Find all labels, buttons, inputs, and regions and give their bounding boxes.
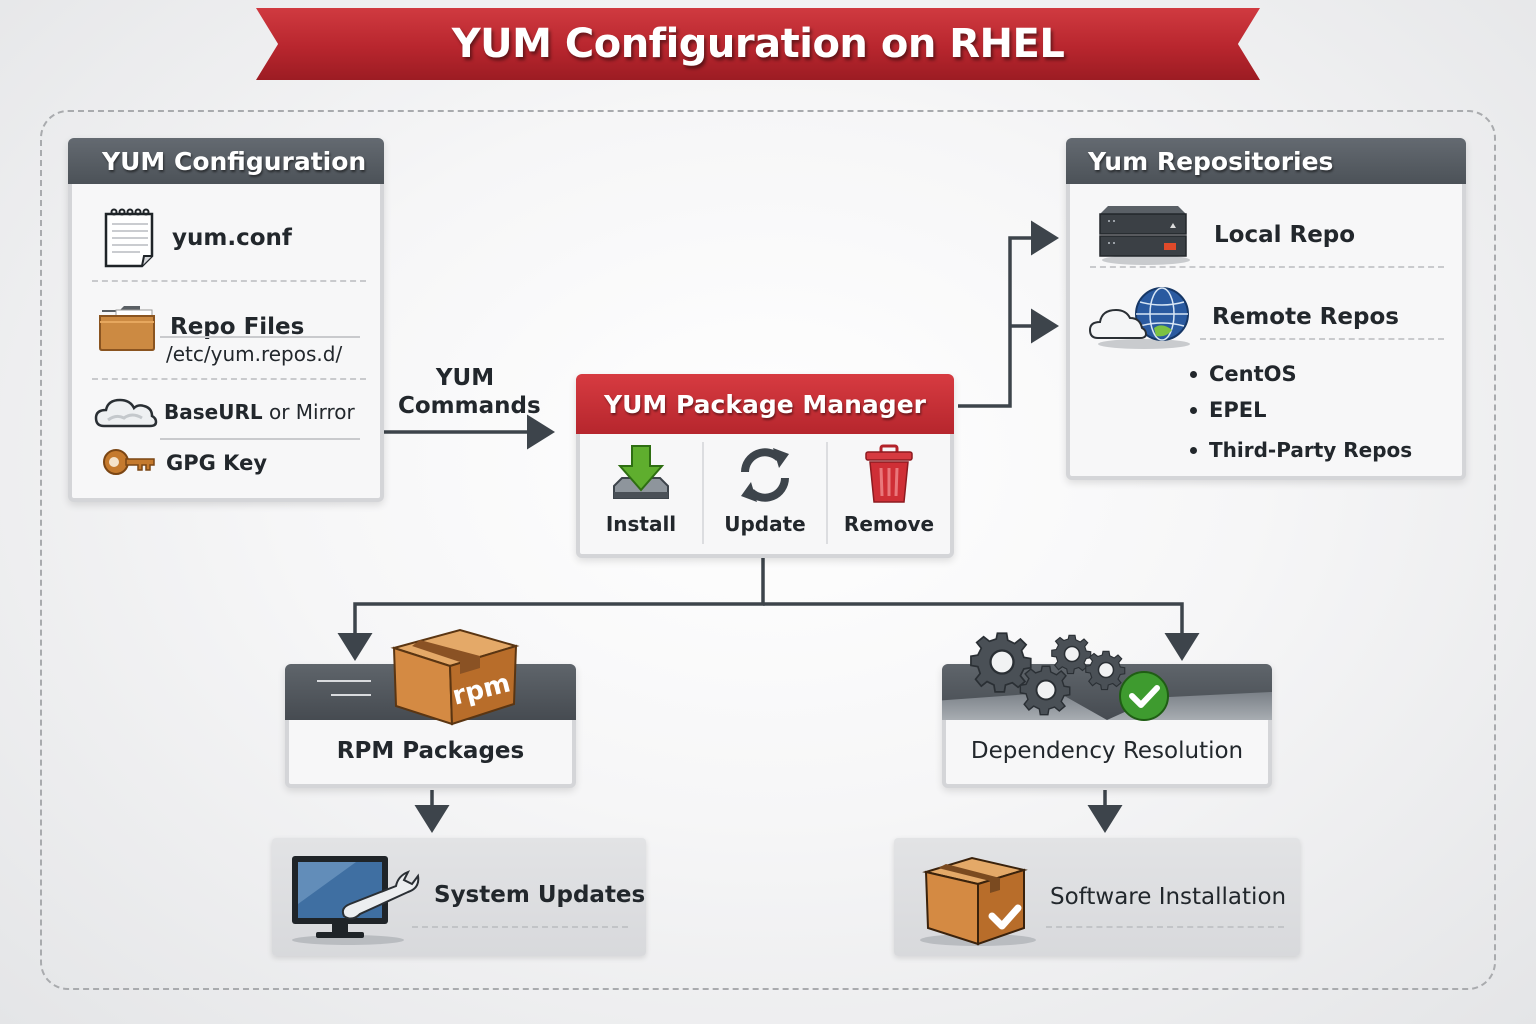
- rpm-packages-label: RPM Packages: [336, 738, 525, 764]
- title-banner: YUM Configuration on RHEL: [256, 8, 1260, 80]
- folder-icon: [99, 306, 155, 351]
- yum-commands-label: YUM Commands: [398, 364, 541, 420]
- local-repo-item[interactable]: Local Repo: [1092, 204, 1355, 266]
- divider: [92, 378, 366, 380]
- trash-icon: [865, 444, 913, 503]
- repo-list-item: EPEL: [1190, 392, 1412, 428]
- page-title: YUM Configuration on RHEL: [451, 21, 1065, 67]
- card-title: YUM Configuration: [102, 146, 367, 176]
- repo-list-item-label: EPEL: [1209, 398, 1267, 422]
- gpg-key-label: GPG Key: [166, 451, 268, 475]
- divider: [1090, 266, 1444, 268]
- remove-action[interactable]: Remove: [826, 442, 950, 544]
- card-title: YUM Package Manager: [604, 389, 926, 419]
- gears-icon: [969, 632, 1169, 721]
- remote-repos-item[interactable]: Remote Repos: [1088, 284, 1399, 350]
- card-header: YUM Package Manager: [576, 374, 954, 434]
- server-icon: [1099, 206, 1190, 265]
- local-repo-label: Local Repo: [1214, 222, 1356, 248]
- package-check-icon: [920, 856, 1036, 946]
- config-item-baseurl[interactable]: BaseURL or Mirror: [94, 394, 355, 430]
- bullet-dot: [1190, 370, 1197, 378]
- repo-list-item-label: CentOS: [1209, 362, 1297, 386]
- config-item-repo-files[interactable]: Repo Files: [98, 302, 304, 352]
- refresh-icon: [741, 448, 789, 502]
- remote-repos-label: Remote Repos: [1212, 304, 1399, 330]
- repo-list-item-label: Third-Party Repos: [1209, 438, 1413, 462]
- repo-list-item: Third-Party Repos: [1190, 428, 1412, 472]
- divider: [412, 926, 628, 928]
- system-updates-label: System Updates: [434, 882, 646, 908]
- card-header: YUM Configuration: [68, 138, 384, 184]
- software-installation-box: Software Installation: [894, 838, 1300, 956]
- yum-package-manager-card: YUM Package Manager Install Update: [576, 374, 954, 558]
- repo-files-path: /etc/yum.repos.d/: [166, 342, 343, 366]
- baseurl-rest: or Mirror: [262, 400, 355, 424]
- system-updates-box: System Updates: [272, 838, 646, 956]
- repo-list-item: CentOS: [1190, 356, 1412, 392]
- config-item-yum-conf[interactable]: yum.conf: [102, 206, 292, 270]
- divider: [92, 280, 366, 282]
- notepad-icon: [104, 208, 154, 268]
- cloud-icon: [94, 398, 158, 428]
- software-installation-label: Software Installation: [1050, 884, 1287, 910]
- yum-configuration-card: YUM Configuration yum.conf Repo Files /e…: [68, 138, 384, 502]
- diagram-frame: [40, 110, 1496, 990]
- check-badge-icon: [1119, 671, 1169, 721]
- baseurl-label: BaseURL or Mirror: [164, 400, 355, 424]
- divider: [1046, 926, 1284, 928]
- cloud-globe-icon: [1088, 287, 1190, 349]
- remote-repo-list: CentOS EPEL Third-Party Repos: [1190, 356, 1412, 472]
- dependency-resolution-label: Dependency Resolution: [970, 738, 1244, 764]
- yum-conf-label: yum.conf: [172, 225, 292, 251]
- monitor-wrench-icon: [292, 856, 420, 945]
- speed-line: [331, 694, 371, 696]
- commands-line-1: YUM: [435, 365, 495, 391]
- divider: [160, 336, 360, 338]
- remove-label: Remove: [843, 512, 935, 536]
- yum-repositories-card: Yum Repositories Local Repo Remote Repos: [1066, 138, 1466, 480]
- download-icon: [613, 445, 669, 499]
- card-title: Yum Repositories: [1088, 146, 1334, 176]
- install-label: Install: [605, 512, 677, 536]
- baseurl-bold: BaseURL: [164, 400, 263, 424]
- key-icon: [103, 449, 155, 475]
- repo-files-label: Repo Files: [170, 314, 305, 340]
- speed-line: [317, 680, 371, 682]
- card-header: Yum Repositories: [1066, 138, 1466, 184]
- bullet-dot: [1190, 406, 1197, 414]
- update-action[interactable]: Update: [702, 442, 826, 544]
- package-box-icon: rpm: [390, 628, 520, 726]
- commands-line-2: Commands: [398, 393, 541, 419]
- update-label: Update: [724, 512, 806, 536]
- divider: [160, 438, 360, 440]
- install-action[interactable]: Install: [580, 434, 702, 552]
- config-item-gpg-key[interactable]: GPG Key: [102, 446, 267, 480]
- divider: [1200, 338, 1444, 340]
- bullet-dot: [1190, 446, 1197, 454]
